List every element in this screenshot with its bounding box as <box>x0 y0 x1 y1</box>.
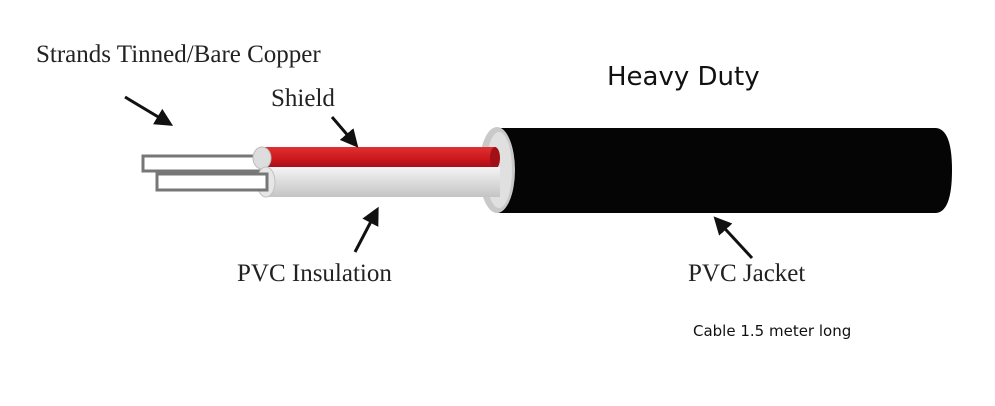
shield-wire <box>252 146 500 170</box>
diagram-title: Heavy Duty <box>607 62 760 92</box>
label-insulation: PVC Insulation <box>237 260 392 287</box>
pvc-jacket <box>479 127 952 213</box>
cable-length-note: Cable 1.5 meter long <box>693 322 851 340</box>
strands-arrow <box>124 95 174 126</box>
label-shield: Shield <box>271 85 335 112</box>
label-strands: Strands Tinned/Bare Copper <box>36 41 321 68</box>
label-jacket: PVC Jacket <box>688 260 805 287</box>
insulation-arrow <box>353 206 379 253</box>
insulation-wire <box>155 166 500 198</box>
shield-arrow <box>330 116 359 148</box>
jacket-arrow <box>713 216 754 260</box>
